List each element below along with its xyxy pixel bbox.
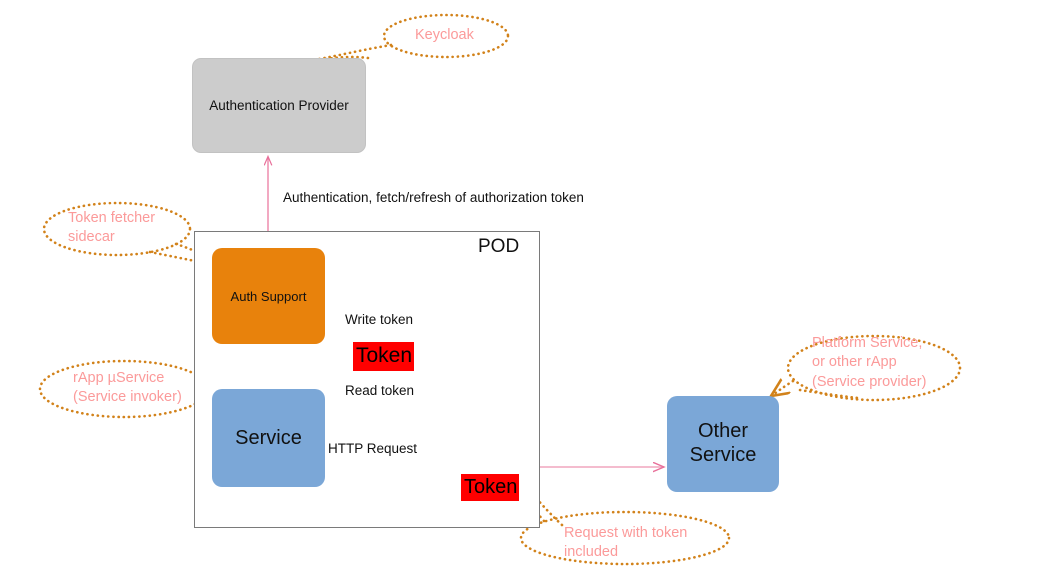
callout-label-keycloak: Keycloak [415,27,474,43]
callout-label-token-fetcher-sidecar: Token fetcher sidecar [68,210,156,246]
node-authentication-provider[interactable]: Authentication Provider [192,58,366,153]
service-label: Service [235,426,302,449]
node-service[interactable]: Service [212,389,325,487]
node-other-service[interactable]: Other Service [667,396,779,492]
node-auth-support[interactable]: Auth Support [212,248,325,344]
other-service-label-line2: Service [689,444,757,466]
token-badge-inside-pod: Token [353,342,415,371]
other-service-label-line1: Other [697,420,749,443]
callout-label-platform-service: Platform Service, or other rApp (Service… [812,335,927,390]
callout-provider [771,334,962,402]
edge-label-write-token: Write token [345,312,414,327]
callout-keycloak [298,13,510,64]
authentication-provider-label: Authentication Provider [209,98,349,113]
callout-label-rapp-microservice: rApp µService (Service invoker) [73,370,182,406]
edge-label-http-request: HTTP Request [328,441,418,456]
edge-label-read-token: Read token [345,383,415,398]
callout-label-request-with-token: Request with token included [564,525,688,561]
auth-support-label: Auth Support [230,288,307,304]
edge-label-auth-flow: Authentication, fetch/refresh of authori… [283,190,584,205]
pod-label: POD [478,236,520,257]
token-badge-on-request: Token [461,474,520,502]
